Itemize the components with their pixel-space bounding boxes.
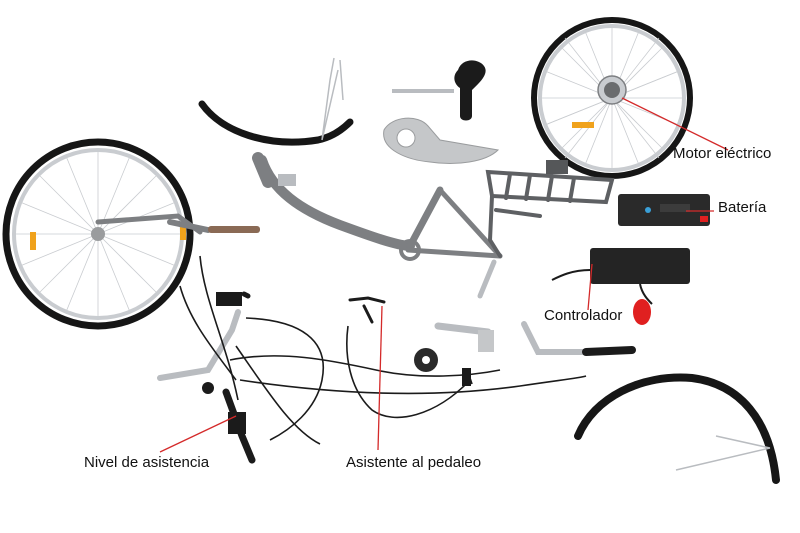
front-wheel [2,138,194,330]
front-fender-strut [321,57,344,141]
label-controlador: Controlador [544,307,623,324]
front-fender [198,100,354,146]
leader-nivel [159,415,237,453]
kickstand [521,321,636,356]
label-asistente-pedaleo: Asistente al pedaleo [346,454,482,471]
leader-motor [621,97,729,151]
tail-light [633,299,651,325]
cables [179,255,587,445]
cable-connector [462,368,471,386]
rear-wheel-hub-motor [531,17,693,179]
pedal-assist-sensor [348,296,438,372]
leader-lines [159,97,729,453]
kickstand-small [477,259,497,299]
rear-fender-strut [675,435,771,471]
bike-frame [252,152,503,261]
rack-bracket [546,160,568,174]
label-bateria: Batería [718,199,767,216]
label-nivel-asistencia: Nivel de asistencia [84,454,210,471]
seat [392,60,486,121]
controller-box [551,248,690,305]
leader-controlador [587,263,593,311]
front-fork [95,213,260,235]
leader-pedaleo [377,305,383,451]
rear-fender [574,373,780,484]
battery-pack [618,194,710,226]
chain-guard [383,117,500,164]
frame-clamp [278,174,296,186]
label-motor-electrico: Motor eléctrico [673,145,772,162]
handlebar-assembly [157,291,256,464]
pedal-crank [434,322,494,352]
rear-rack [485,169,615,258]
